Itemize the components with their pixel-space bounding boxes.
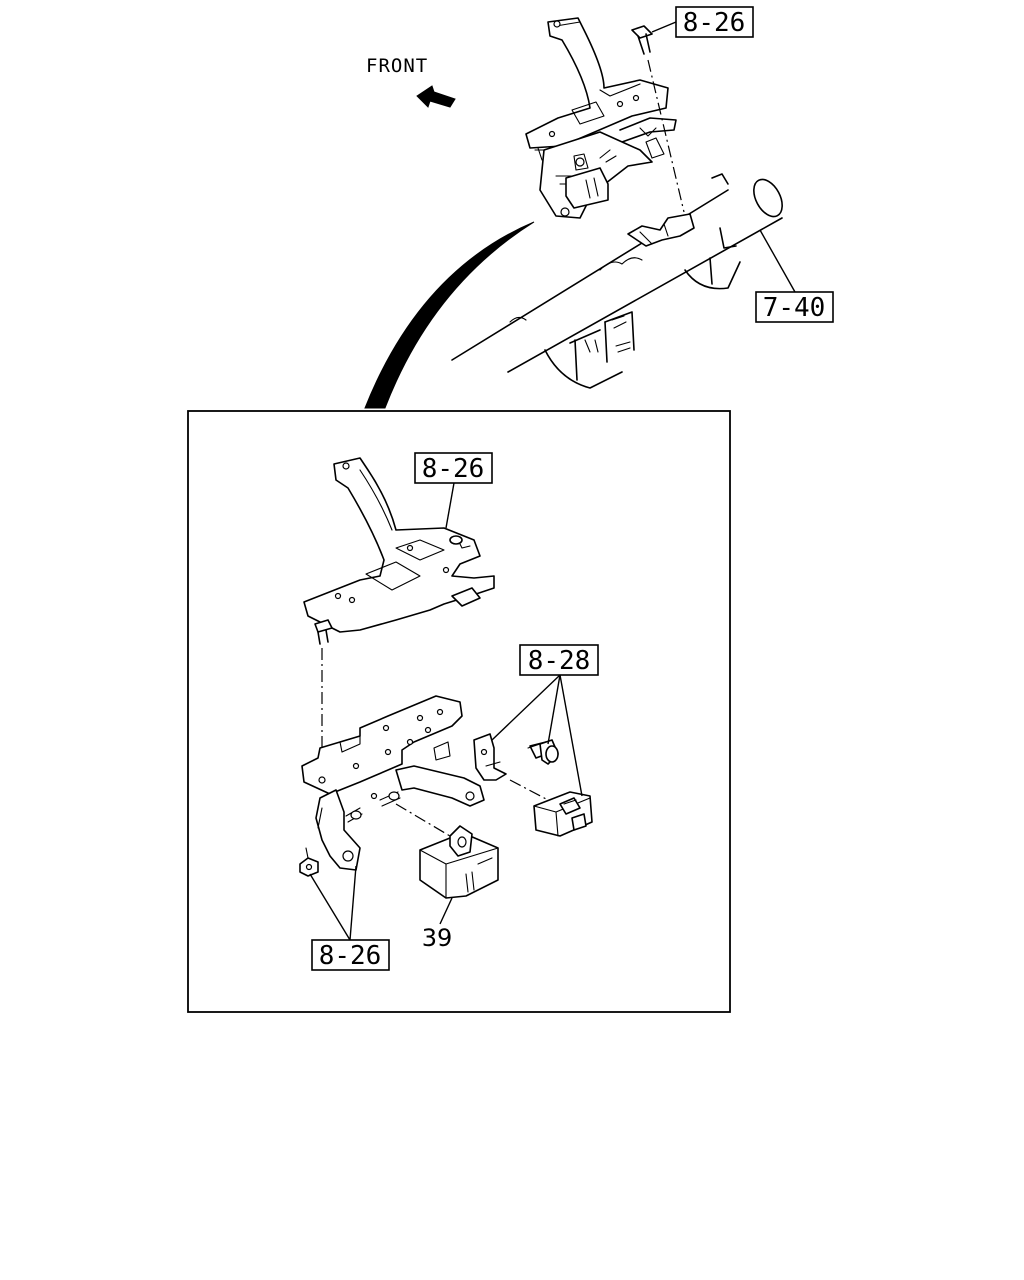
overview-assembly: 8-26 7-40 (364, 6, 834, 409)
front-orientation: FRONT (366, 55, 456, 108)
front-arrow-icon (416, 85, 456, 108)
front-label: FRONT (366, 55, 428, 77)
upper-bracket (525, 17, 677, 219)
svg-text:8-26: 8-26 (683, 8, 746, 38)
frame-rail (451, 173, 783, 389)
callout-detail-bracket: 8-26 (414, 452, 493, 529)
detail-upper-bracket (303, 457, 495, 633)
svg-text:8-28: 8-28 (528, 646, 591, 676)
detail-stud (314, 619, 333, 770)
detail-mounting-plate (299, 695, 485, 877)
detail-view: 8-26 8-28 8-26 39 (187, 410, 731, 1013)
top-bolt (631, 25, 685, 213)
detail-connector (364, 221, 535, 409)
svg-text:8-26: 8-26 (319, 941, 382, 971)
callout-detail-unit: 39 (422, 897, 453, 952)
callout-frame-rail: 7-40 (755, 229, 834, 323)
detail-connector-block (509, 779, 593, 837)
detail-module-39 (395, 803, 499, 899)
detail-clip-bracket (473, 733, 559, 781)
svg-text:8-26: 8-26 (422, 454, 485, 484)
callout-detail-bottom: 8-26 (309, 865, 390, 971)
callout-detail-bolts: 8-28 (491, 644, 599, 797)
svg-text:7-40: 7-40 (763, 293, 826, 323)
callout-top-bolt: 8-26 (651, 6, 754, 38)
svg-text:39: 39 (422, 924, 453, 952)
